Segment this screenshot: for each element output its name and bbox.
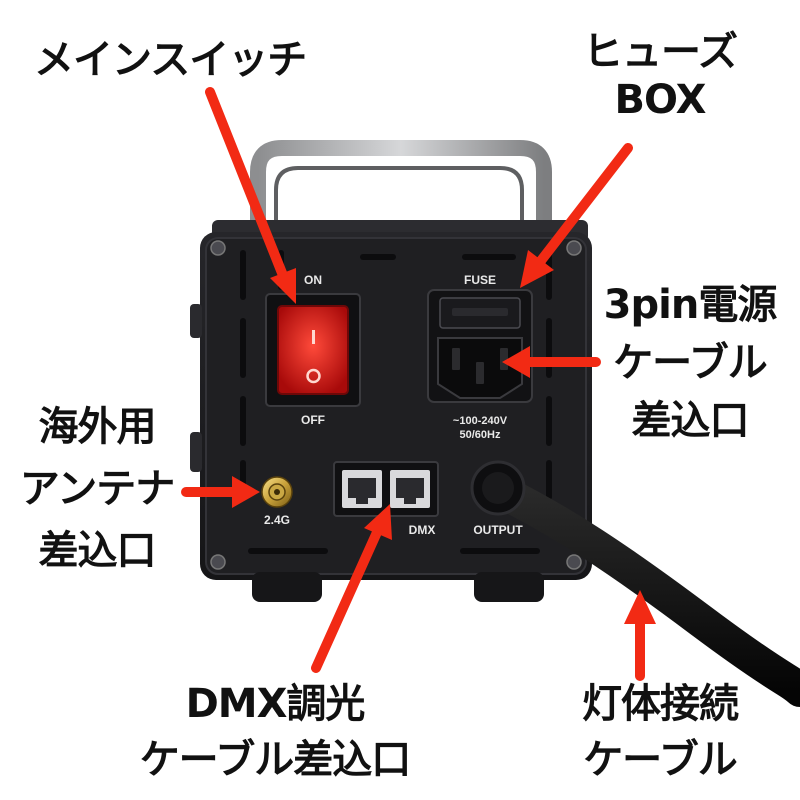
fuse-box-callout-line2: BOX [614, 77, 707, 123]
output-cable[interactable] [470, 460, 800, 707]
antenna-connector[interactable] [261, 476, 293, 508]
power-inlet-callout-line1: 3pin電源 [603, 282, 778, 328]
main-switch[interactable] [265, 293, 361, 407]
main-switch-callout: メインスイッチ [34, 36, 307, 84]
main-switch-callout-text: メインスイッチ [34, 37, 307, 83]
voltage-label: ~100-240V [453, 415, 508, 427]
dmx-label: DMX [409, 523, 436, 537]
antenna-callout-line2: アンテナ [19, 466, 175, 512]
switch-off-label: OFF [301, 413, 325, 427]
dmx-callout-line1: DMX調光 [185, 681, 366, 727]
fuse-label: FUSE [464, 273, 496, 287]
fixture-cable-callout-line1: 灯体接続 [582, 681, 739, 727]
dmx-ports[interactable] [333, 461, 439, 517]
frequency-label: 50/60Hz [460, 429, 501, 441]
device-feet [252, 572, 544, 602]
fuse-box-callout-line1: ヒューズ [583, 29, 738, 75]
antenna-callout-line1: 海外用 [38, 404, 157, 450]
dmx-callout-line2: ケーブル差込口 [139, 737, 412, 783]
fixture-cable-callout-line2: ケーブル [583, 737, 738, 783]
power-inlet-callout-line3: 差込口 [631, 398, 750, 444]
output-label: OUTPUT [473, 523, 523, 537]
arrow-icon [181, 87, 656, 681]
dmx-callout: DMX調光 ケーブル差込口 [110, 676, 440, 788]
carry-handle [250, 140, 552, 240]
power-inlet-callout: 3pin電源 ケーブル 差込口 [590, 276, 790, 450]
screw-icon [210, 240, 582, 570]
antenna-callout-line3: 差込口 [38, 528, 157, 574]
vent-slots [240, 250, 552, 554]
fixture-cable-callout: 灯体接続 ケーブル [560, 676, 760, 788]
antenna-band-label: 2.4G [264, 513, 290, 527]
power-inlet[interactable] [437, 337, 523, 399]
fuse-box-callout: ヒューズ BOX [560, 28, 760, 124]
antenna-callout: 海外用 アンテナ 差込口 [4, 396, 190, 582]
switch-on-label: ON [304, 273, 322, 287]
power-inlet-callout-line2: ケーブル [613, 340, 768, 386]
